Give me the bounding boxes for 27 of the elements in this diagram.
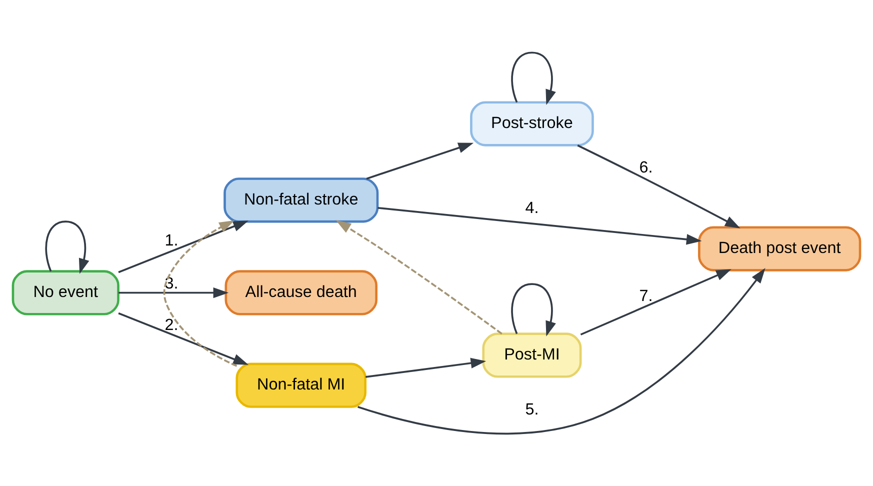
arrow	[358, 268, 766, 434]
arrow	[366, 357, 486, 378]
edge-label: 6.	[639, 158, 653, 176]
arrow	[366, 142, 474, 180]
edge-label: 2.	[164, 316, 178, 334]
node-box: Non-fatal MI	[236, 362, 366, 408]
node-box: Post-MI	[482, 332, 582, 378]
node-box: Death post event	[698, 226, 862, 271]
arrow	[118, 220, 249, 273]
arrow	[118, 312, 249, 364]
node-box: No event	[12, 270, 120, 315]
arrow	[163, 220, 238, 366]
arrow	[511, 282, 556, 336]
arrow	[378, 206, 702, 244]
node-box: Non-fatal stroke	[224, 177, 379, 222]
edge-label: 7.	[639, 286, 653, 305]
edge-label: 1.	[164, 231, 178, 250]
edge-label: 4.	[525, 198, 539, 217]
arrow	[511, 51, 556, 104]
arrow	[580, 268, 732, 335]
arrow	[336, 220, 502, 334]
arrow	[577, 144, 740, 228]
node-box: All-cause death	[224, 270, 378, 315]
edge-label: 5.	[525, 400, 539, 418]
arrow	[118, 286, 229, 298]
arrow	[45, 220, 90, 274]
node-box: Post-stroke	[470, 100, 594, 146]
